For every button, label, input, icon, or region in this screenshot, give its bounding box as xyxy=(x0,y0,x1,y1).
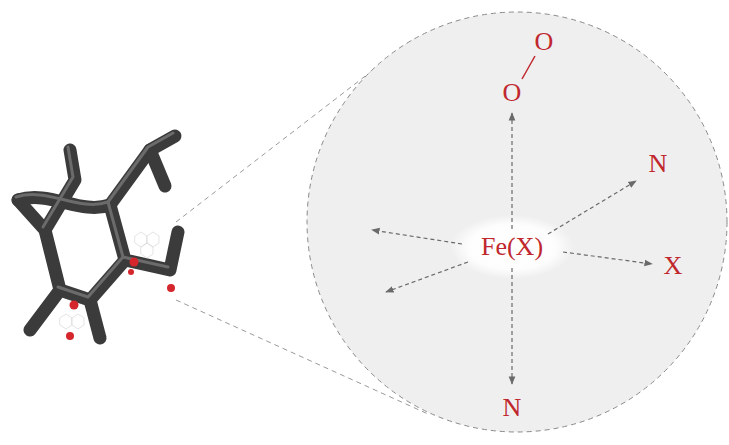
bond-line xyxy=(522,56,535,79)
oxygen-atom: O xyxy=(535,29,554,55)
porous-structure xyxy=(16,133,178,340)
coordination-arrows xyxy=(372,113,652,384)
metal-centre: Fe(X) xyxy=(475,230,549,264)
nitrogen-ligand: N xyxy=(649,151,668,177)
zoom-circle xyxy=(307,12,727,432)
axial-ligand: X xyxy=(664,253,683,279)
oxygen-atom: O xyxy=(503,80,522,106)
metal-label: Fe(X) xyxy=(481,234,543,260)
nitrogen-ligand: N xyxy=(503,395,522,421)
